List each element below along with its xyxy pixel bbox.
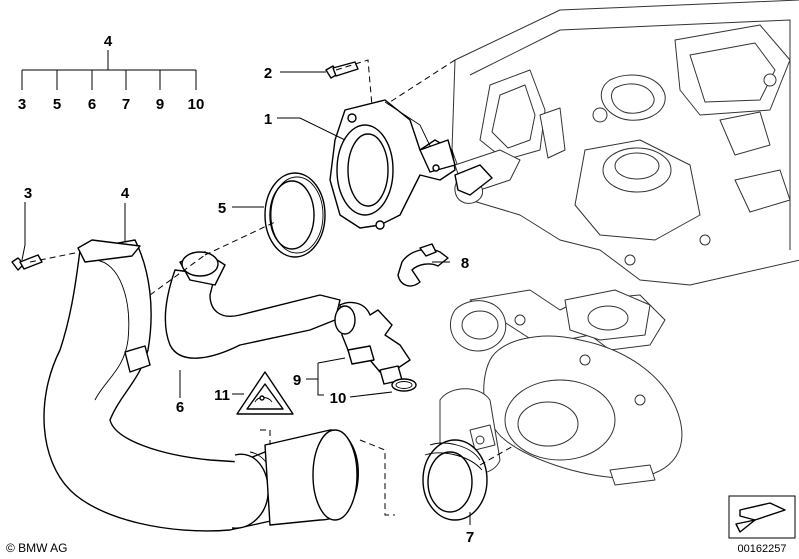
callout-5-tree: 5: [53, 96, 61, 113]
warning-label-part: [236, 371, 294, 415]
callout-1: 1: [264, 111, 272, 128]
cylinder-head-cover-illustration: [451, 0, 799, 286]
gasket-ring-part: [264, 172, 326, 258]
seal-ring-part: [422, 439, 488, 521]
callout-5: 5: [218, 200, 226, 217]
callout-7-tree: 7: [122, 96, 130, 113]
callout-6: 6: [176, 399, 184, 416]
component-arrow-icon: [739, 502, 786, 521]
screw-part: [325, 61, 359, 79]
callout-4-top: 4: [104, 33, 113, 50]
callout-9-tree: 9: [156, 96, 164, 113]
callout-3-tree: 3: [18, 96, 26, 113]
callout-11: 11: [214, 387, 230, 404]
copyright-text: © BMW AG: [6, 541, 68, 555]
turbocharger-illustration: [439, 289, 683, 486]
throttle-housing-part: [329, 99, 493, 230]
callout-10-tree: 10: [188, 96, 205, 113]
callout-8: 8: [461, 255, 469, 272]
callout-9: 9: [293, 372, 301, 389]
intake-hose-part: [43, 239, 359, 532]
callout-7: 7: [466, 529, 474, 546]
callout-2: 2: [264, 65, 272, 82]
callout-labels: 4 3 5 6 7 9 10 2 1 5 3 4 8 6 11 9 10 7: [18, 33, 474, 546]
diagram-legend-box: [728, 495, 796, 539]
document-number: 00162257: [738, 543, 787, 555]
clamp-part: [397, 243, 449, 287]
leader-lines: [21, 50, 516, 525]
callout-6-tree: 6: [88, 96, 96, 113]
callout-4: 4: [121, 185, 130, 202]
bolt-part: [11, 254, 43, 271]
callout-3: 3: [24, 185, 32, 202]
connector-part: [334, 301, 417, 392]
charge-air-pipe-part: [164, 251, 341, 359]
arrow-tip-icon: [735, 519, 756, 533]
callout-10: 10: [330, 390, 347, 407]
